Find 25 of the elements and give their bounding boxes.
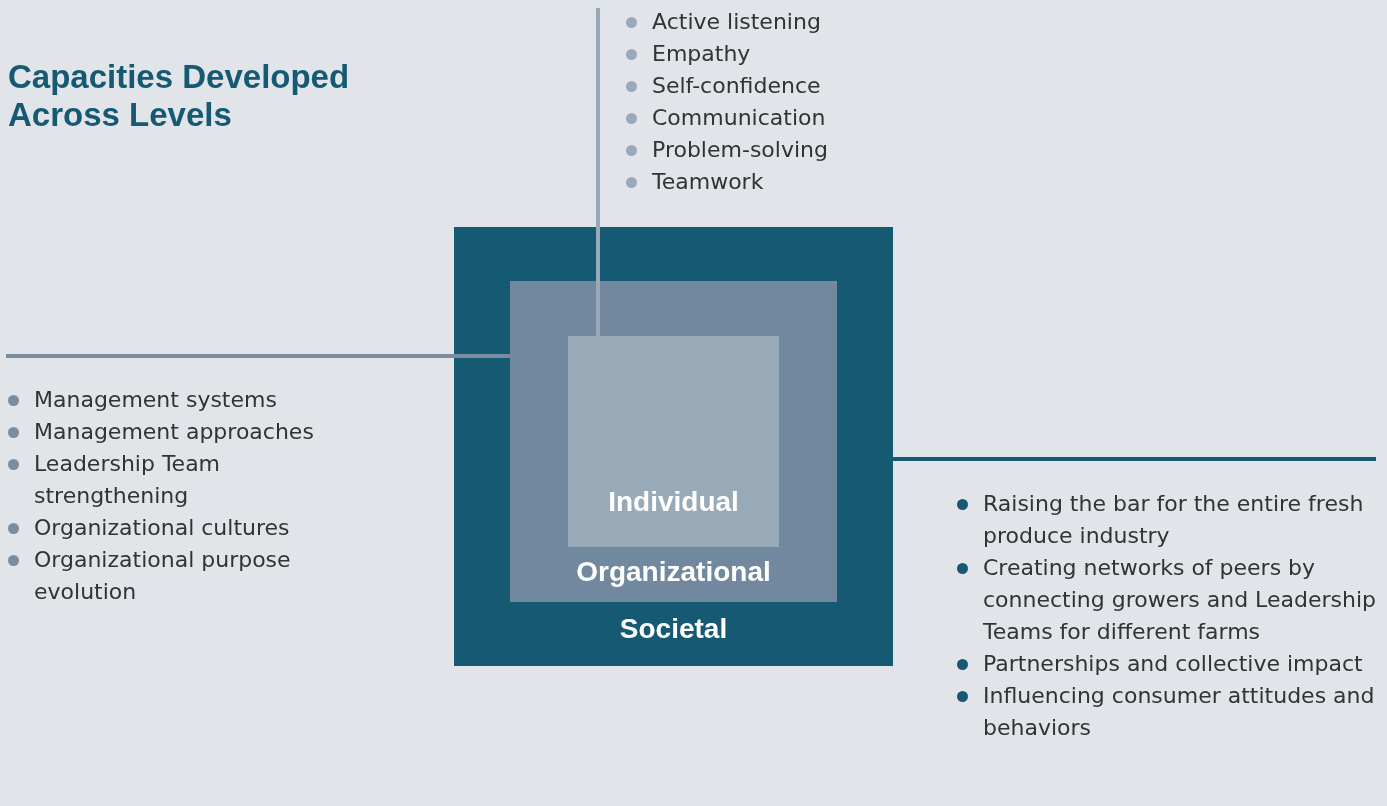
bullet-item: Organizational cultures [34, 515, 290, 540]
bullet-item: Leadership Team strengthening [34, 451, 221, 508]
bullet-item: Management approaches [34, 419, 314, 444]
level-label: Organizational [575, 556, 772, 588]
level-square [510, 281, 837, 602]
bullet-item: Self-confidence [652, 73, 821, 98]
level-label: Societal [618, 613, 729, 645]
bullet-item: Partnerships and collective impact [983, 651, 1363, 676]
bullet-item: Management systems [34, 387, 277, 412]
bullet-item: Teamwork [652, 169, 764, 194]
leader-line [596, 8, 600, 336]
bullet-item: Empathy [652, 41, 751, 66]
level-square [568, 336, 779, 547]
title: Capacities Developed Across Levels [8, 58, 351, 134]
bullet-item: Communication [652, 105, 826, 130]
bullet-item: Influencing consumer attitudes and behaviors [983, 683, 1375, 740]
bullet-item: Problem-solving [652, 137, 828, 162]
bullet-item: Active listening [652, 9, 821, 34]
level-square [454, 227, 893, 666]
bullet-item: Creating networks of peers by connecting growers and Leadership Teams for different farms [983, 555, 1377, 644]
leader-line [893, 457, 1376, 461]
leader-line [6, 354, 510, 358]
level-label: Individual [607, 486, 740, 518]
bullet-item: Organizational purpose evolution [34, 547, 291, 604]
bullet-item: Raising the bar for the entire fresh produce industry [983, 491, 1364, 548]
